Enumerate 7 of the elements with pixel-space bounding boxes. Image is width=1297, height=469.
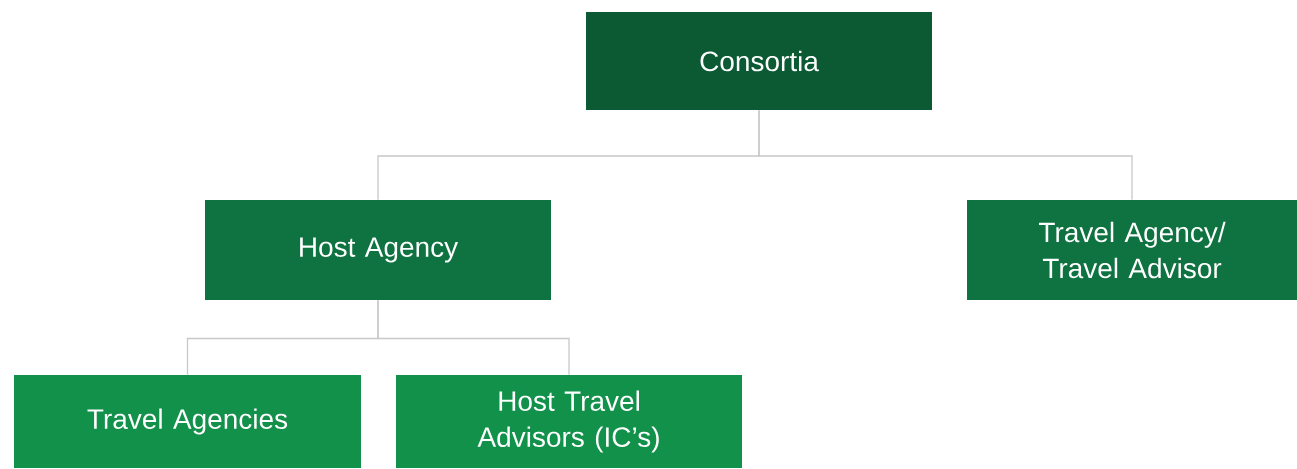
org-box: Travel Agency/ Travel Advisor: [967, 200, 1297, 300]
org-box: Host Travel Advisors (IC’s): [396, 375, 742, 468]
connector-line: [758, 109, 1133, 201]
org-box: Host Agency: [205, 200, 551, 300]
org-box: Consortia: [586, 12, 932, 110]
connector-line: [377, 299, 570, 376]
org-box: Travel Agencies: [14, 375, 361, 468]
